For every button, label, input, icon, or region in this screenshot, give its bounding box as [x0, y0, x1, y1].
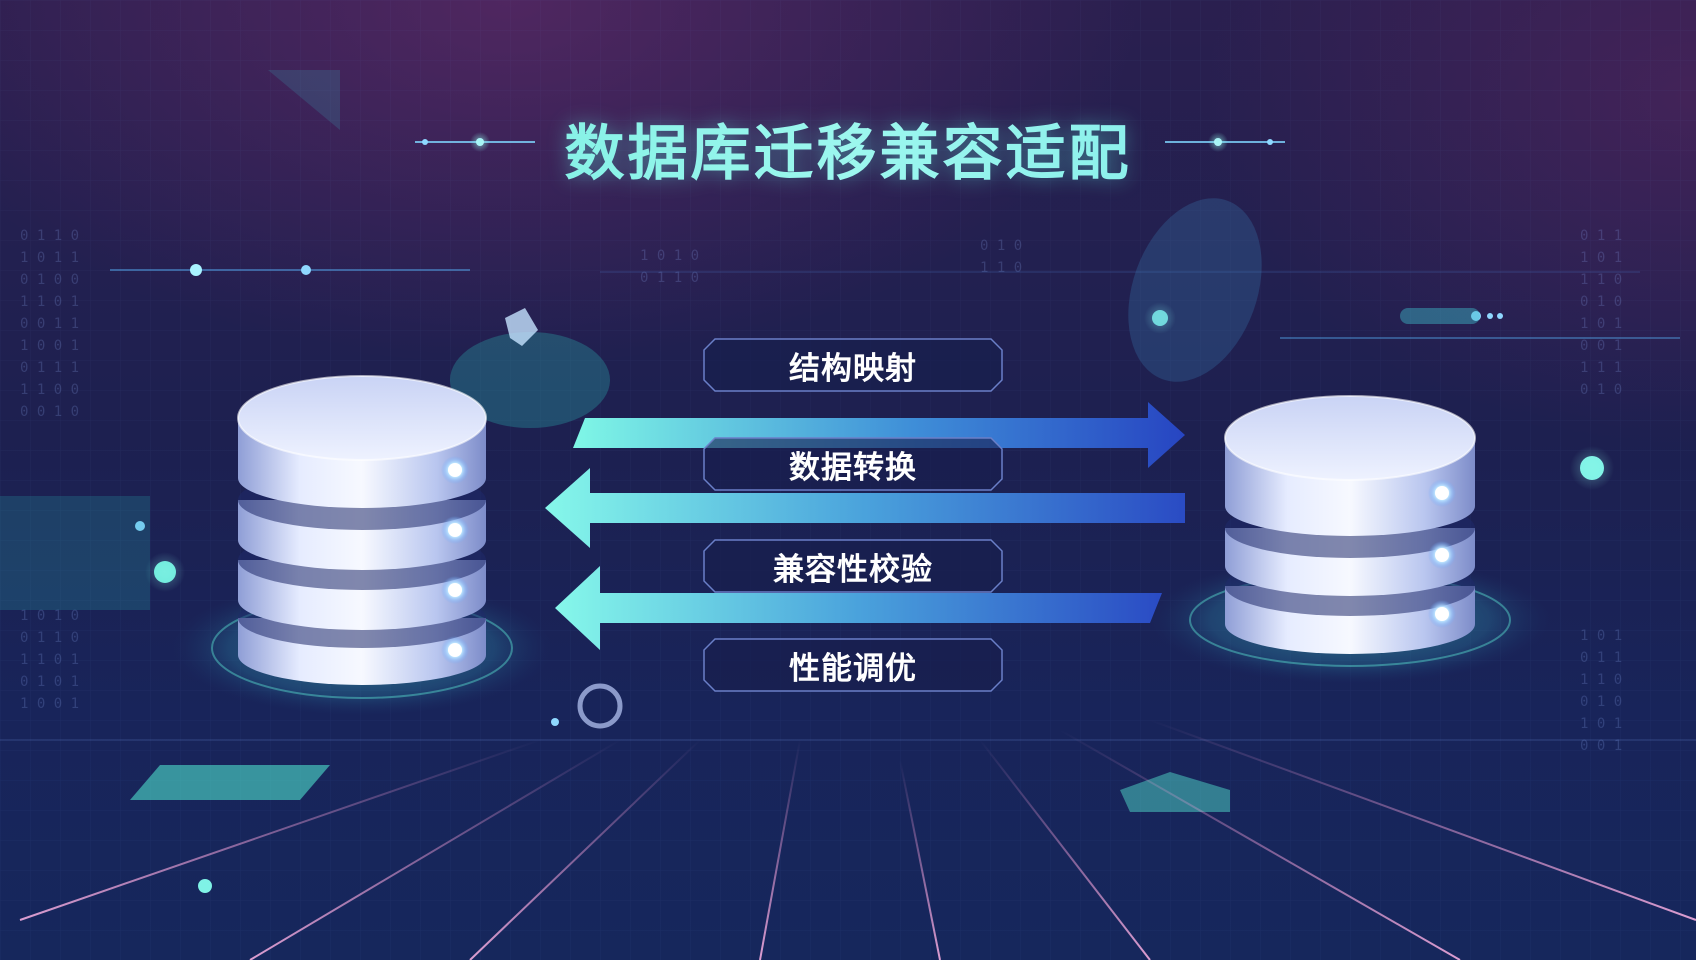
step-label: 性能调优 — [789, 643, 917, 688]
svg-text:0 1 1 0: 0 1 1 0 — [20, 228, 79, 244]
svg-text:1 1 0: 1 1 0 — [1580, 672, 1622, 688]
step-compatibility-check: 兼容性校验 — [703, 539, 1003, 593]
target-database-icon — [1225, 396, 1475, 654]
svg-text:0 0 1 1: 0 0 1 1 — [20, 316, 79, 332]
source-database-icon — [238, 376, 486, 685]
svg-text:1 1 0 0: 1 1 0 0 — [20, 382, 79, 398]
step-structure-mapping: 结构映射 — [703, 338, 1003, 392]
svg-text:0 1 1: 0 1 1 — [1580, 228, 1622, 244]
svg-text:1 0 1: 1 0 1 — [1580, 250, 1622, 266]
step-label: 结构映射 — [789, 343, 917, 388]
svg-text:1 0 1 0: 1 0 1 0 — [640, 248, 699, 264]
svg-text:0 1 0 1: 0 1 0 1 — [20, 674, 79, 690]
page-title: 数据库迁移兼容适配 — [0, 105, 1696, 192]
svg-text:1 0 1 1: 1 0 1 1 — [20, 250, 79, 266]
svg-text:0 0 1 0: 0 0 1 0 — [20, 404, 79, 420]
svg-text:0 1 0: 0 1 0 — [1580, 294, 1622, 310]
svg-text:1 0 0 1: 1 0 0 1 — [20, 696, 79, 712]
svg-text:0 1 1: 0 1 1 — [1580, 650, 1622, 666]
svg-text:0 1 0: 0 1 0 — [980, 238, 1022, 254]
svg-text:1 1 1: 1 1 1 — [1580, 360, 1622, 376]
svg-text:1 0 1: 1 0 1 — [1580, 716, 1622, 732]
svg-text:0 1 0: 0 1 0 — [1580, 382, 1622, 398]
svg-text:0 1 0 0: 0 1 0 0 — [20, 272, 79, 288]
svg-text:1 0 1 0: 1 0 1 0 — [20, 608, 79, 624]
step-label: 兼容性校验 — [773, 544, 933, 589]
svg-text:0 1 0: 0 1 0 — [1580, 694, 1622, 710]
svg-text:1 0 1: 1 0 1 — [1580, 316, 1622, 332]
svg-text:1 1 0: 1 1 0 — [1580, 272, 1622, 288]
step-data-conversion: 数据转换 — [703, 437, 1003, 491]
svg-text:1 1 0: 1 1 0 — [980, 260, 1022, 276]
svg-text:1 1 0 1: 1 1 0 1 — [20, 652, 79, 668]
svg-text:0 1 1 1: 0 1 1 1 — [20, 360, 79, 376]
svg-text:0 1 1 0: 0 1 1 0 — [20, 630, 79, 646]
svg-text:0 0 1: 0 0 1 — [1580, 338, 1622, 354]
step-label: 数据转换 — [789, 442, 917, 487]
step-performance-tuning: 性能调优 — [703, 638, 1003, 692]
svg-text:1 1 0 1: 1 1 0 1 — [20, 294, 79, 310]
svg-text:1 0 1: 1 0 1 — [1580, 628, 1622, 644]
svg-text:1 0 0 1: 1 0 0 1 — [20, 338, 79, 354]
